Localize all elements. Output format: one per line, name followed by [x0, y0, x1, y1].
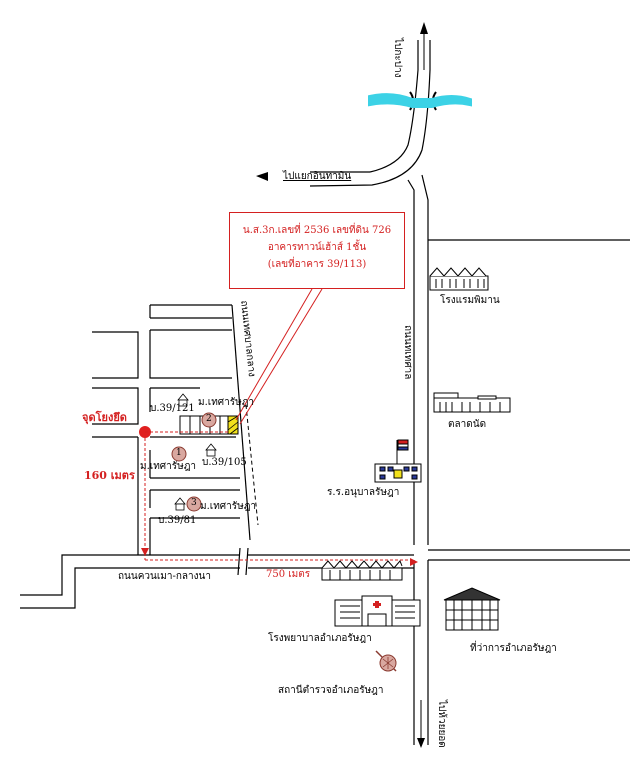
- label-village-top: ม.เทศารัษฎา: [198, 397, 255, 408]
- marker-1: [171, 446, 187, 462]
- north-arrow-icon: [420, 22, 428, 34]
- district-office-icon: [443, 587, 501, 631]
- hospital-icon: [334, 595, 421, 627]
- label-school: ร.ร.อนุบาลรัษฎา: [327, 487, 400, 498]
- arrow-left-icon: [256, 172, 268, 181]
- school-icon: [374, 439, 422, 483]
- label-hotel: โรงแรมพิมาน: [440, 295, 500, 306]
- label-to-intersection: ไปแยกอินทามิน: [283, 171, 352, 182]
- house-icon: [177, 393, 189, 407]
- label-village-bottom: ม.เทศารัษฎา: [200, 501, 257, 512]
- police-icon: [375, 650, 397, 672]
- label-reference-point: จุดโยงยึด: [82, 411, 127, 424]
- marker-3: [186, 496, 202, 512]
- label-main-road: ถนนควนเมา-กลางนา: [118, 571, 212, 582]
- house-icon: [205, 443, 217, 457]
- river: [368, 93, 472, 108]
- route-arrow-down-icon: [141, 548, 149, 556]
- east-road: [413, 239, 630, 745]
- shophouse-icon: [321, 560, 403, 581]
- callout-pointer: [235, 288, 323, 425]
- marker-2-label: 2: [206, 414, 212, 424]
- label-hospital: โรงพยาบาลอำเภอรัษฎา: [268, 633, 372, 644]
- label-distance-160: 160 เมตร: [84, 469, 135, 482]
- market-icon: [433, 392, 511, 413]
- house-icon: [174, 497, 186, 511]
- label-to-chiang: ไปกะปาง: [392, 38, 403, 78]
- label-distance-750: 750 เมตร: [266, 569, 311, 580]
- label-house-105: บ.39/105: [202, 457, 247, 468]
- label-district-office: ที่ว่าการอำเภอรัษฎา: [470, 643, 557, 654]
- label-road-east: ถนนทเทศาล: [402, 325, 413, 380]
- deed-line-1: น.ส.3ก.เลขที่ 2536 เลขที่ดิน 726: [242, 225, 392, 236]
- subject-plot: [227, 415, 239, 435]
- label-to-huai-yot: ไปห้วยยอด: [436, 700, 447, 748]
- label-house-81: บ.39/81: [158, 515, 197, 526]
- soi-dashed: [245, 404, 259, 526]
- label-village-mid: ม.เทศารัษฎา: [140, 461, 197, 472]
- label-market: ตลาดนัด: [448, 419, 487, 430]
- deed-line-2: อาคารทาวน์เฮ้าส์ 1ชั้น: [267, 242, 367, 253]
- highway-north: [309, 40, 431, 545]
- village-grid: [92, 304, 251, 555]
- hotel-icon: [429, 267, 489, 291]
- deed-line-3: (เลขที่อาคาร 39/113): [267, 259, 367, 270]
- marker-3-label: 3: [191, 498, 197, 508]
- label-house-121: บ.39/121: [150, 403, 195, 414]
- land-deed-callout: น.ส.3ก.เลขที่ 2536 เลขที่ดิน 726 อาคารทา…: [229, 212, 405, 289]
- marker-1-label: 1: [176, 448, 182, 458]
- route-lines: [144, 431, 414, 561]
- route-arrow-right-icon: [410, 558, 418, 566]
- south-arrow-icon: [417, 738, 425, 748]
- label-police: สถานีตำรวจอำเภอรัษฎา: [278, 685, 384, 696]
- marker-2: [201, 412, 217, 428]
